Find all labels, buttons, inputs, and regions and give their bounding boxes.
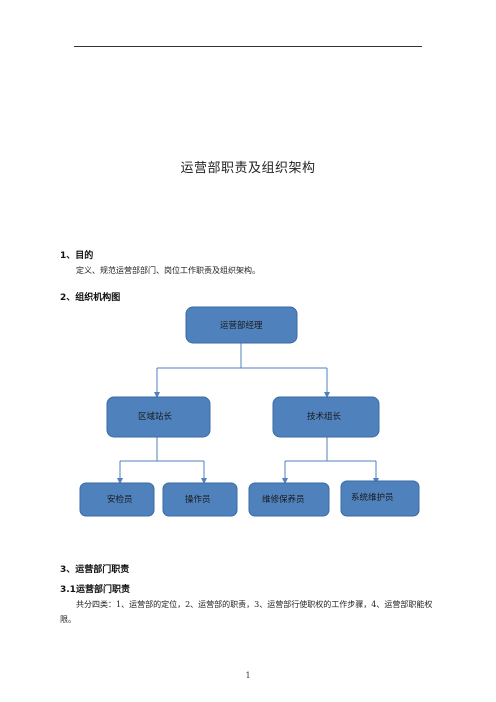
org-node-operator: 操作员 <box>162 482 238 517</box>
org-node-operations-manager: 运营部经理 <box>185 306 298 344</box>
org-node-label: 维修保养员 <box>262 494 305 505</box>
document-title: 运营部职责及组织架构 <box>180 161 316 176</box>
org-node-label: 区域站长 <box>138 411 173 422</box>
org-node-label: 系统维护员 <box>351 492 394 503</box>
org-node-label: 技术组长 <box>307 411 342 422</box>
section-3-1-heading: 3.1运营部门职责 <box>60 585 130 595</box>
org-node-inspector: 安检员 <box>79 482 155 517</box>
section-2-heading: 2、组织机构图 <box>60 293 121 303</box>
org-node-maintenance-staff: 维修保养员 <box>248 482 330 517</box>
org-node-tech-lead: 技术组长 <box>272 396 380 438</box>
header-rule <box>74 46 422 47</box>
org-node-zone-manager: 区域站长 <box>106 396 211 438</box>
org-node-label: 运营部经理 <box>220 320 263 331</box>
section-3-1-text: 共分四类：1、运营部的定位，2、运营部的职责，3、运营部行使职权的工作步骤，4、… <box>60 600 433 624</box>
org-node-label: 操作员 <box>185 494 211 505</box>
page-number: 1 <box>245 671 251 680</box>
section-3-heading: 3、运营部门职责 <box>60 565 130 575</box>
section-1-text: 定义、规范运营部部门、岗位工作职责及组织架构。 <box>76 266 260 275</box>
org-node-system-maintainer: 系统维护员 <box>340 480 420 517</box>
org-node-label: 安检员 <box>107 494 133 505</box>
section-1-heading: 1、目的 <box>60 251 94 261</box>
org-connectors <box>117 342 379 484</box>
